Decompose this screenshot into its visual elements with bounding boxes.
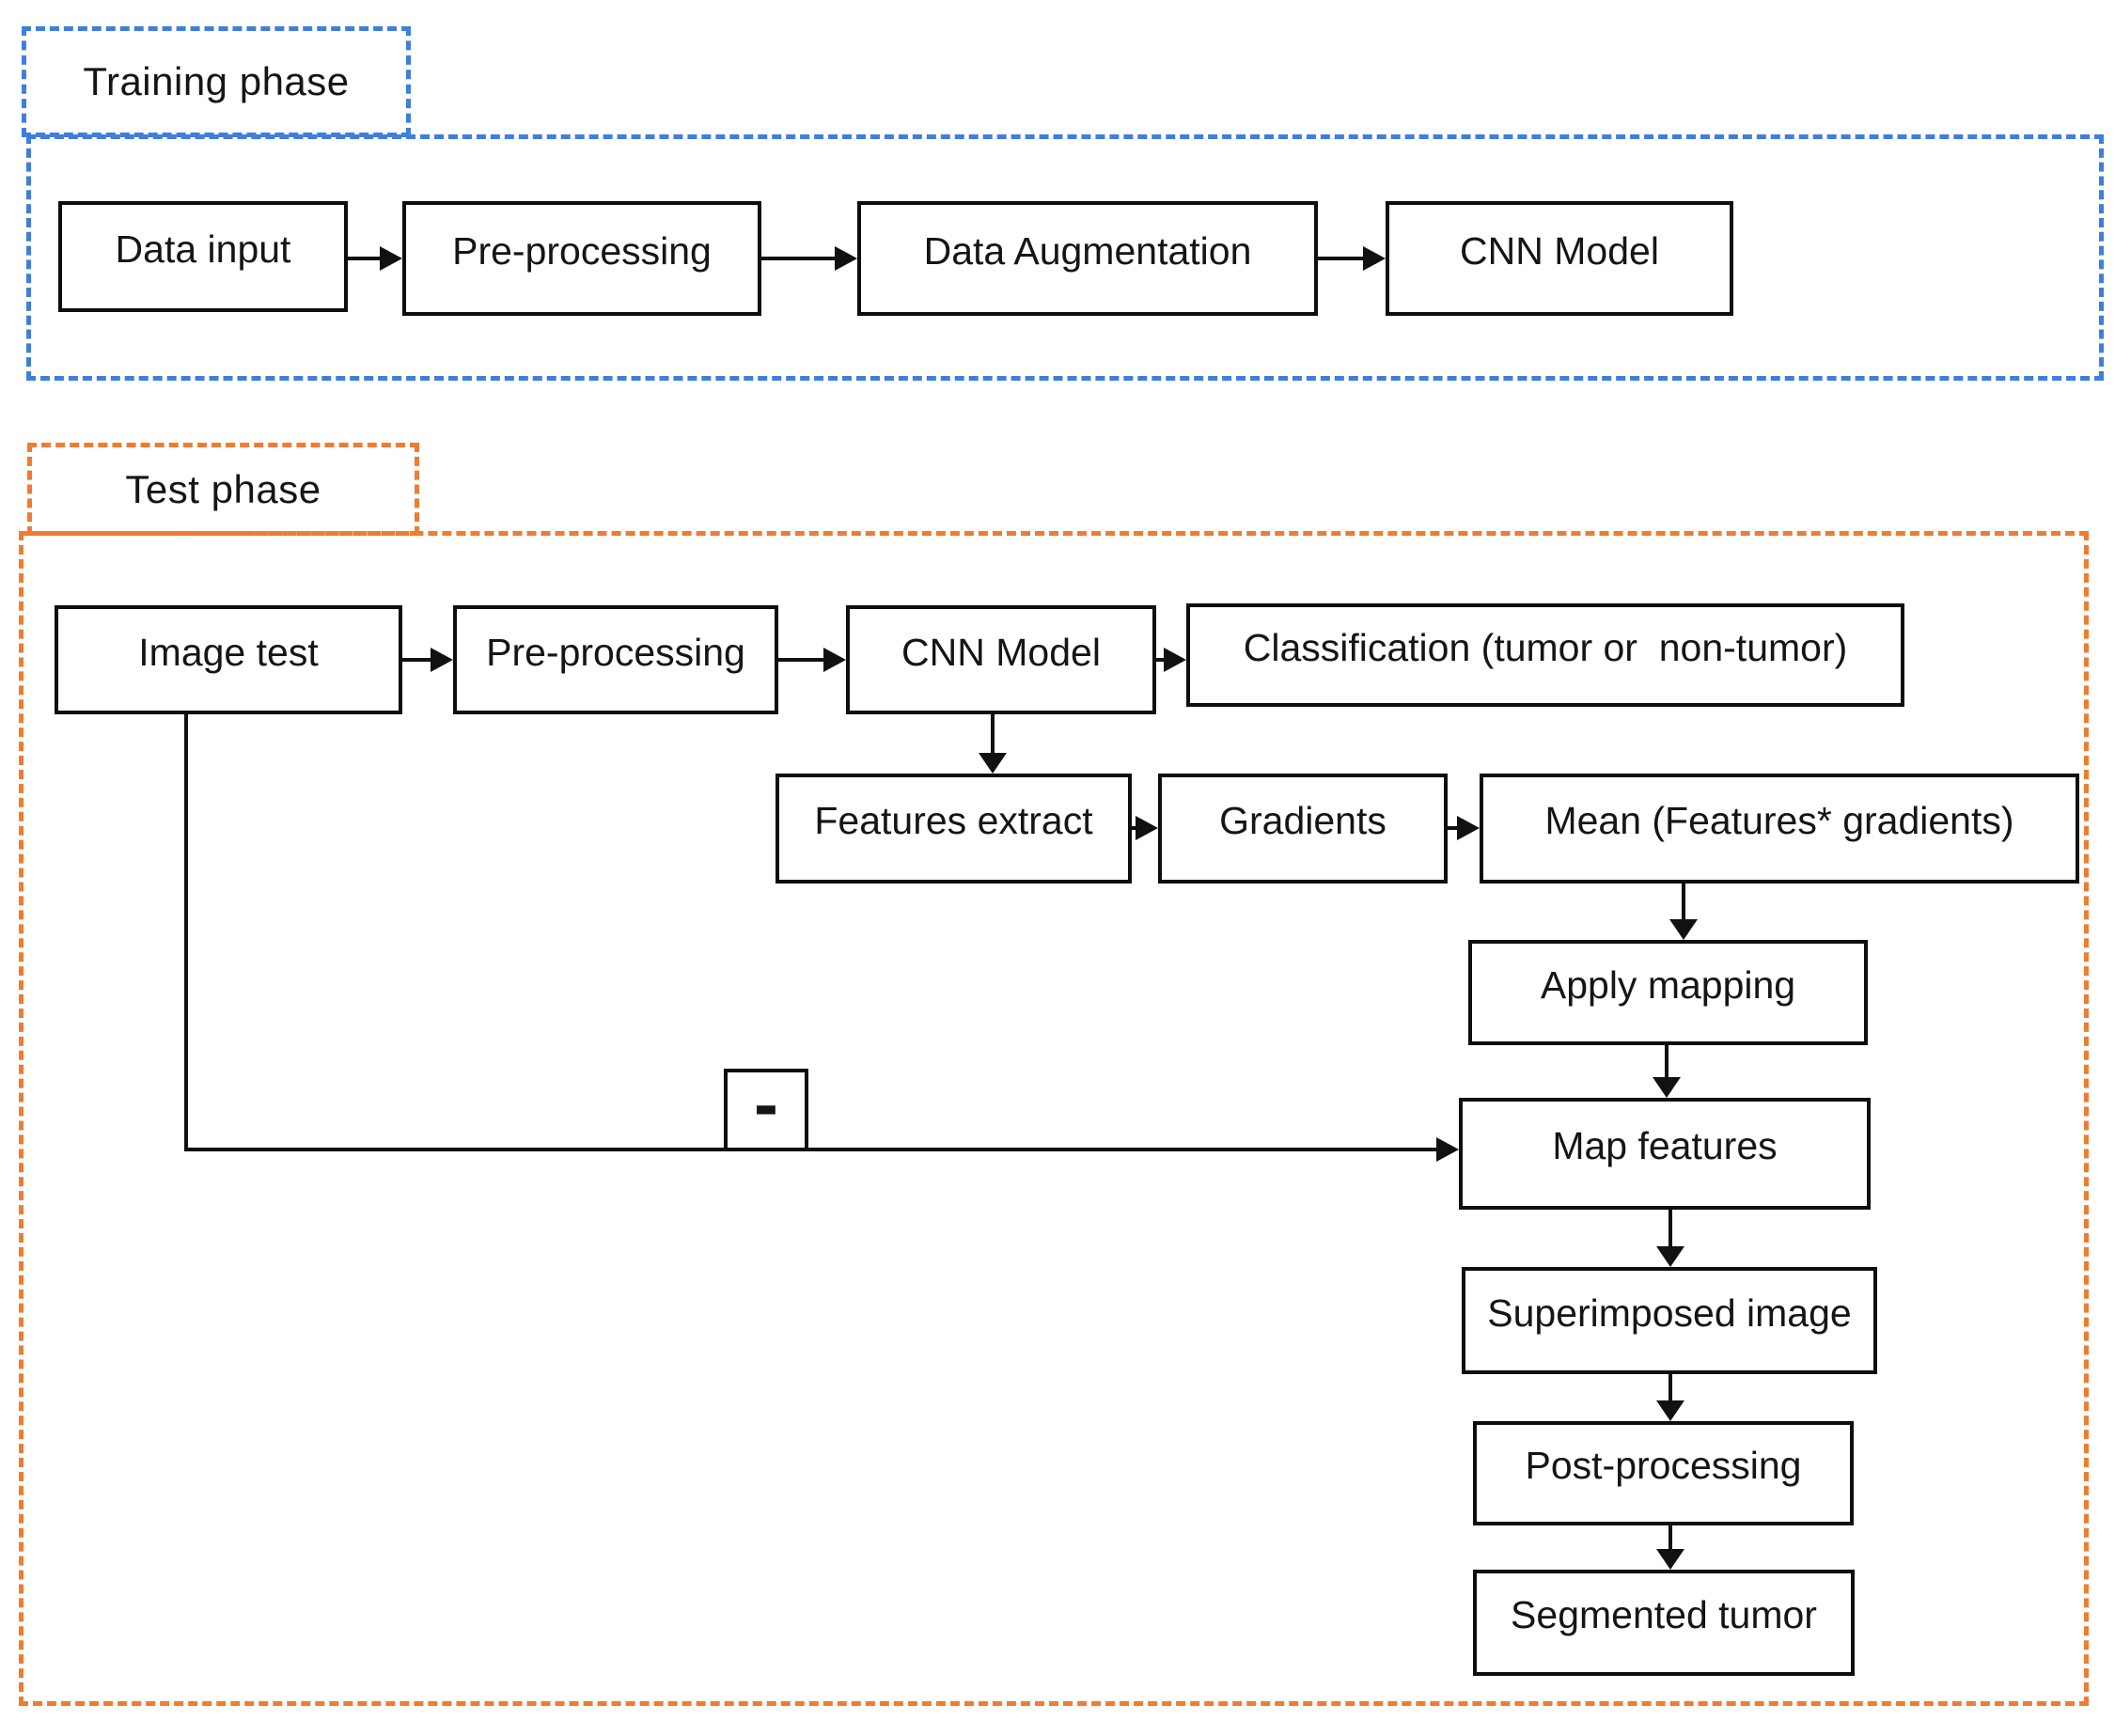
training-phase-label: Training phase bbox=[22, 26, 411, 137]
test-phase-container bbox=[19, 531, 2089, 1706]
node-mean-features-gradients: Mean (Features* gradients) bbox=[1480, 774, 2079, 884]
node-cnn-model-test: CNN Model bbox=[846, 605, 1156, 714]
node-classification: Classification (tumor or non-tumor) bbox=[1186, 603, 1904, 707]
connector-image-test-down bbox=[184, 714, 188, 1151]
node-pre-processing-training: Pre-processing bbox=[402, 201, 761, 316]
node-data-input: Data input bbox=[58, 201, 348, 312]
subtract-operator-box: - bbox=[724, 1067, 808, 1151]
arrow-superimposed-to-post-processing bbox=[1656, 1374, 1684, 1421]
arrow-cnn-model-to-features-extract bbox=[979, 714, 1007, 774]
arrow-pre-processing-to-data-augmentation bbox=[761, 246, 857, 271]
node-data-augmentation: Data Augmentation bbox=[857, 201, 1318, 316]
arrow-apply-mapping-to-map-features bbox=[1653, 1045, 1681, 1098]
arrow-features-extract-to-gradients bbox=[1132, 816, 1158, 840]
node-map-features: Map features bbox=[1459, 1098, 1871, 1210]
node-segmented-tumor: Segmented tumor bbox=[1473, 1570, 1855, 1676]
training-phase-container bbox=[26, 134, 2104, 381]
test-phase-label: Test phase bbox=[27, 443, 419, 536]
node-post-processing: Post-processing bbox=[1473, 1421, 1854, 1525]
node-pre-processing-test: Pre-processing bbox=[453, 605, 778, 714]
arrow-data-augmentation-to-cnn-model bbox=[1318, 246, 1386, 271]
arrow-image-test-to-map-features bbox=[186, 1137, 1459, 1162]
node-image-test: Image test bbox=[55, 605, 402, 714]
arrow-pre-processing-to-cnn-model bbox=[778, 648, 846, 672]
arrow-mean-to-apply-mapping bbox=[1669, 884, 1698, 940]
arrow-map-features-to-superimposed bbox=[1656, 1210, 1684, 1267]
arrow-image-test-to-pre-processing bbox=[402, 648, 453, 672]
node-apply-mapping: Apply mapping bbox=[1468, 940, 1868, 1045]
node-cnn-model-training: CNN Model bbox=[1386, 201, 1733, 316]
node-gradients: Gradients bbox=[1158, 774, 1448, 884]
arrow-cnn-model-to-classification bbox=[1156, 648, 1186, 672]
arrow-data-input-to-pre-processing bbox=[348, 246, 402, 271]
arrow-post-processing-to-segmented bbox=[1656, 1525, 1684, 1570]
arrow-gradients-to-mean bbox=[1448, 816, 1480, 840]
node-superimposed-image: Superimposed image bbox=[1462, 1267, 1877, 1374]
node-features-extract: Features extract bbox=[776, 774, 1132, 884]
